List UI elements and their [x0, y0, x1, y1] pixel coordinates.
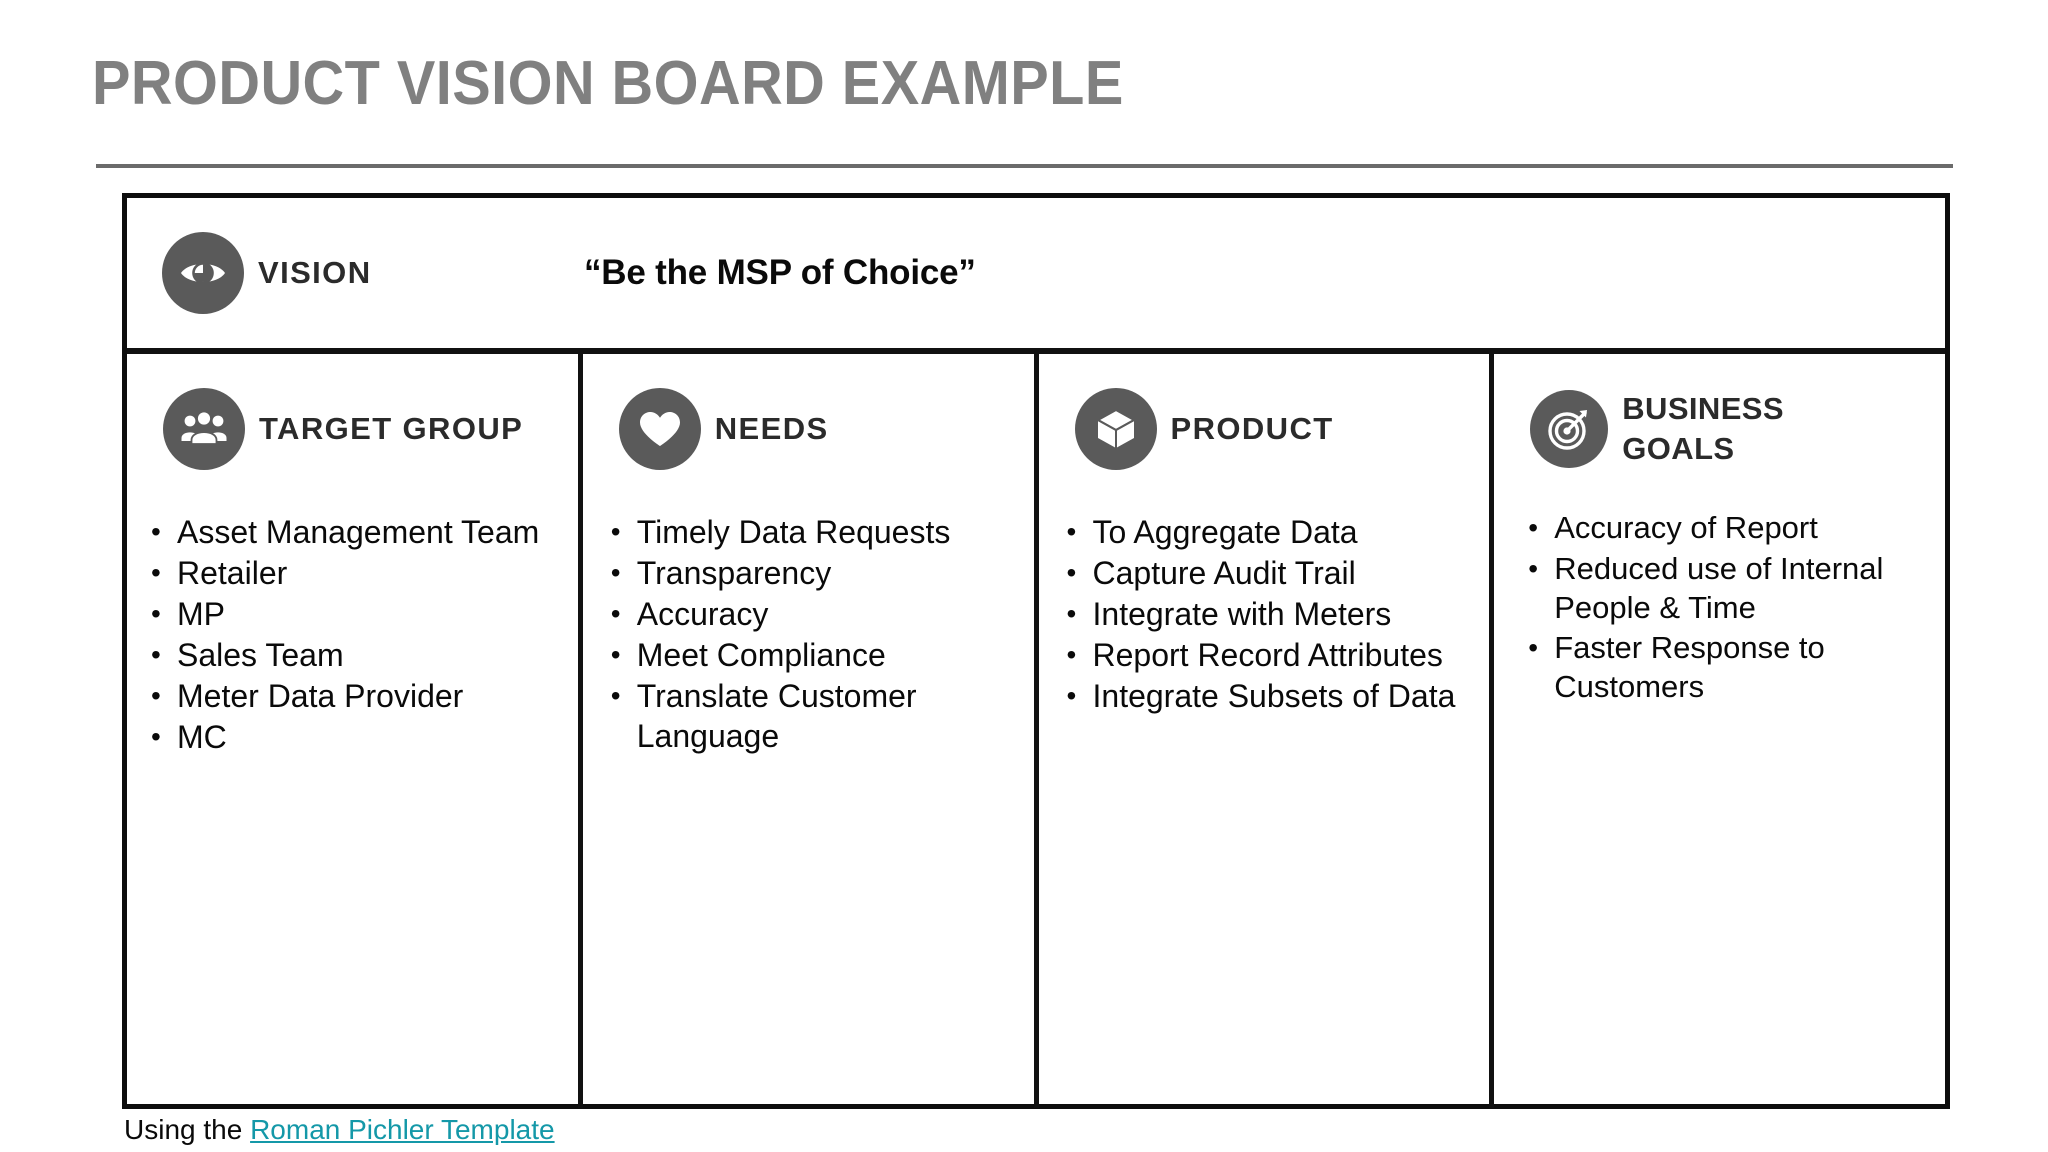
bullet-glyph: •: [1066, 598, 1077, 629]
bullet-glyph: •: [151, 721, 161, 752]
bullet-glyph: •: [1528, 632, 1539, 663]
bullet-glyph: •: [610, 639, 621, 670]
bullet-glyph: •: [151, 639, 161, 670]
list-item: • Meter Data Provider: [151, 676, 560, 716]
footer-prefix-text: Using the: [124, 1114, 251, 1145]
list-item: • Meet Compliance: [611, 635, 1016, 675]
list-item: • Sales Team: [151, 635, 560, 675]
list-item-text: Reduced use of Internal People & Time: [1554, 551, 1884, 625]
list-item: • To Aggregate Data: [1067, 512, 1472, 552]
bullet-glyph: •: [151, 516, 161, 547]
footer-attribution: Using the Roman Pichler Template: [124, 1113, 555, 1147]
target-bullseye-icon: [1530, 390, 1609, 468]
heart-icon: [618, 388, 701, 470]
people-group-icon: [163, 388, 245, 470]
list-item: • Transparency: [611, 553, 1016, 593]
list-product: • To Aggregate Data • Capture Audit Trai…: [1039, 512, 1490, 716]
list-needs: • Timely Data Requests • Transparency • …: [583, 512, 1034, 756]
list-item-text: Faster Response to Customers: [1554, 630, 1825, 704]
list-item: • Reduced use of Internal People & Time: [1528, 549, 1927, 627]
column-needs: NEEDS • Timely Data Requests • Transpare…: [577, 354, 1034, 1108]
cube-box-icon: [1074, 388, 1157, 470]
column-label-needs: NEEDS: [714, 411, 829, 446]
list-item-text: MP: [177, 596, 225, 632]
vision-statement: “Be the MSP of Choice”: [584, 253, 976, 292]
list-item: • Capture Audit Trail: [1067, 553, 1472, 593]
bullet-glyph: •: [610, 598, 621, 629]
list-item-text: Report Record Attributes: [1092, 637, 1443, 673]
list-item: • Accuracy of Report: [1528, 508, 1927, 548]
product-vision-board: VISION “Be the MSP of Choice”: [122, 193, 1950, 1109]
list-item-text: Integrate Subsets of Data: [1092, 678, 1456, 714]
list-item: • Translate Customer Language: [611, 676, 1016, 756]
vision-header: VISION: [127, 232, 572, 314]
list-item-text: Capture Audit Trail: [1092, 555, 1356, 591]
bullet-glyph: •: [151, 557, 161, 588]
list-item-text: Meet Compliance: [636, 637, 886, 673]
list-item-text: Sales Team: [177, 637, 344, 673]
list-business-goals: • Accuracy of Report • Reduced use of In…: [1494, 508, 1945, 706]
bullet-glyph: •: [1066, 680, 1077, 711]
list-item-text: Meter Data Provider: [177, 678, 464, 714]
list-item: • Integrate with Meters: [1067, 594, 1472, 634]
list-item: • MP: [151, 594, 560, 634]
list-item: • Accuracy: [611, 594, 1016, 634]
bullet-glyph: •: [151, 598, 161, 629]
bullet-glyph: •: [610, 516, 621, 547]
vision-row: VISION “Be the MSP of Choice”: [127, 198, 1945, 354]
column-header-needs: NEEDS: [583, 354, 1034, 504]
list-item-text: Transparency: [636, 555, 832, 591]
page-title: PRODUCT VISION BOARD EXAMPLE: [92, 49, 1124, 118]
column-header-product: PRODUCT: [1039, 354, 1490, 504]
list-target-group: • Asset Management Team • Retailer • MP …: [127, 512, 578, 757]
list-item-text: Translate Customer Language: [636, 678, 917, 754]
column-business-goals: BUSINESS GOALS • Accuracy of Report • Re…: [1489, 354, 1945, 1108]
bullet-glyph: •: [1066, 516, 1077, 547]
list-item-text: Retailer: [177, 555, 288, 591]
list-item-text: Accuracy: [636, 596, 769, 632]
vision-label: VISION: [258, 255, 372, 290]
column-header-target-group: TARGET GROUP: [127, 354, 578, 504]
list-item-text: To Aggregate Data: [1092, 514, 1358, 550]
list-item: • Timely Data Requests: [611, 512, 1016, 552]
list-item-text: Accuracy of Report: [1554, 510, 1818, 545]
column-label-business-goals: BUSINESS GOALS: [1622, 391, 1784, 466]
roman-pichler-template-link[interactable]: Roman Pichler Template: [250, 1114, 555, 1145]
list-item: • Faster Response to Customers: [1528, 628, 1927, 706]
list-item: • Report Record Attributes: [1067, 635, 1472, 675]
list-item-text: MC: [177, 719, 227, 755]
eye-icon: [162, 232, 244, 314]
bullet-glyph: •: [1066, 557, 1077, 588]
board-columns: TARGET GROUP • Asset Management Team • R…: [127, 354, 1945, 1108]
list-item-text: Timely Data Requests: [636, 514, 951, 550]
list-item: • Asset Management Team: [151, 512, 560, 552]
list-item: • Integrate Subsets of Data: [1067, 676, 1472, 716]
column-label-product: PRODUCT: [1170, 411, 1334, 446]
bullet-glyph: •: [610, 557, 621, 588]
bullet-glyph: •: [1066, 639, 1077, 670]
title-divider-rule: [96, 164, 1953, 168]
list-item-text: Integrate with Meters: [1092, 596, 1392, 632]
column-header-business-goals: BUSINESS GOALS: [1494, 354, 1945, 504]
list-item: • Retailer: [151, 553, 560, 593]
column-product: PRODUCT • To Aggregate Data • Capture Au…: [1033, 354, 1490, 1108]
list-item: • MC: [151, 717, 560, 757]
column-target-group: TARGET GROUP • Asset Management Team • R…: [127, 354, 578, 1108]
bullet-glyph: •: [1528, 512, 1539, 543]
list-item-text: Asset Management Team: [177, 514, 540, 550]
bullet-glyph: •: [1528, 553, 1539, 584]
bullet-glyph: •: [151, 680, 161, 711]
bullet-glyph: •: [610, 680, 621, 711]
column-label-target-group: TARGET GROUP: [259, 411, 524, 446]
